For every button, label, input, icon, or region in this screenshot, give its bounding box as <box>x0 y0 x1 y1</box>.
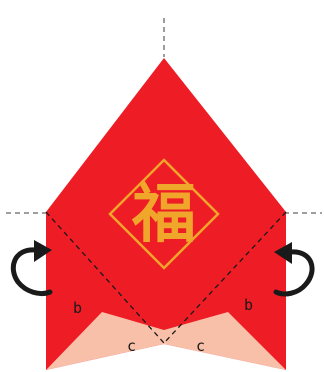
label-b-left: b <box>73 299 82 317</box>
label-b-right: b <box>244 296 253 314</box>
label-c-left: c <box>127 337 136 355</box>
label-c-right: c <box>196 337 205 355</box>
fu-character: 福 <box>131 177 196 252</box>
